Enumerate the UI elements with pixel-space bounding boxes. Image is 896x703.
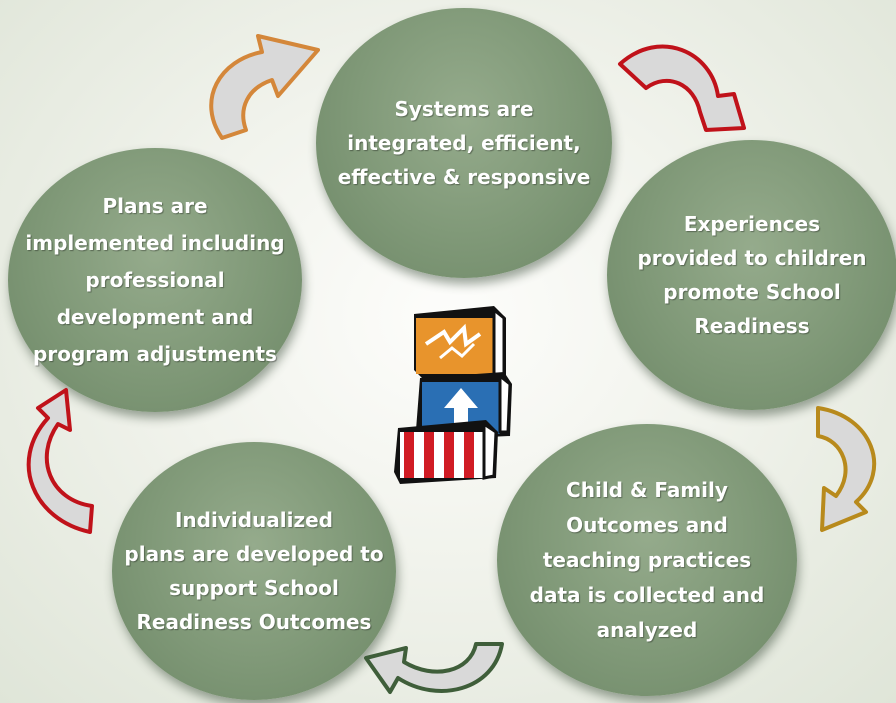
curved-arrow-icon-red-top <box>618 44 746 132</box>
curved-arrow-icon-gold <box>816 406 876 532</box>
node-individualized-plans-label: Individualized plans are developed to su… <box>124 508 384 634</box>
node-data-collected: Child & Family Outcomes and teaching pra… <box>497 424 797 696</box>
node-individualized-plans: Individualized plans are developed to su… <box>112 442 396 700</box>
node-systems: Systems are integrated, efficient, effec… <box>316 8 612 278</box>
node-experiences: Experiences provided to children promote… <box>607 140 896 410</box>
curved-arrow-icon-red-left <box>26 388 94 534</box>
alphabet-blocks-icon <box>394 306 512 484</box>
node-systems-label: Systems are integrated, efficient, effec… <box>337 97 591 189</box>
node-plans-implemented: Plans are implemented including professi… <box>8 148 302 412</box>
node-plans-implemented-label: Plans are implemented including professi… <box>25 193 285 366</box>
curved-arrow-icon-orange <box>209 34 320 140</box>
node-experiences-label: Experiences provided to children promote… <box>637 212 867 338</box>
curved-arrow-icon-green <box>364 642 504 694</box>
node-data-collected-label: Child & Family Outcomes and teaching pra… <box>529 477 765 642</box>
